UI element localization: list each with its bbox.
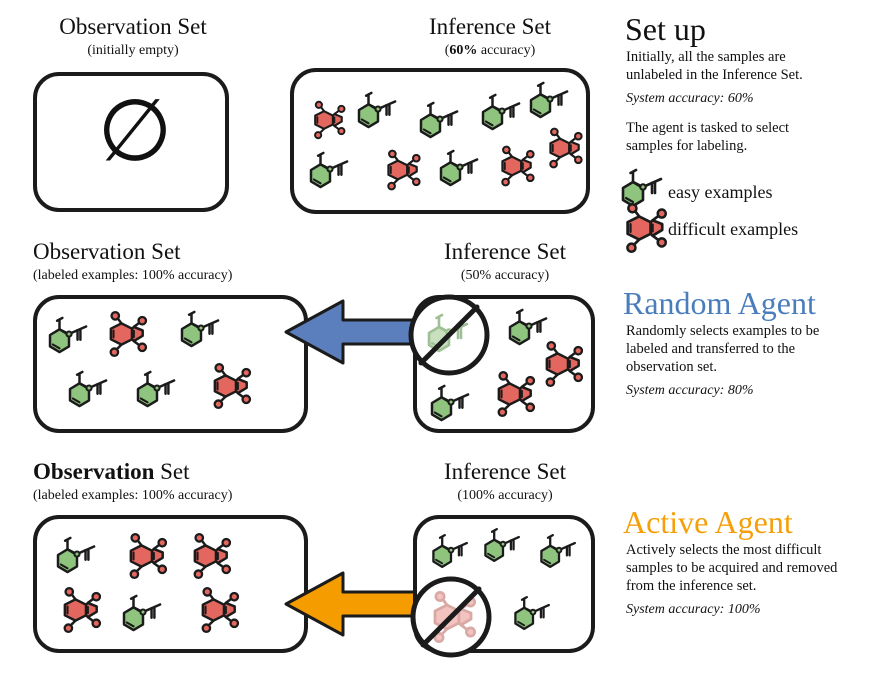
molecule-difficult — [101, 310, 149, 358]
active-agent-body: Actively selects the most difficult samp… — [626, 542, 838, 594]
molecule-easy — [430, 532, 472, 571]
inference-set-subtitle-row2: (50% accuracy) — [460, 268, 550, 283]
removed-sample-indicator-row2 — [405, 291, 493, 384]
observation-set-title-row3: Observation Set — [33, 459, 263, 485]
molecule-difficult — [489, 370, 537, 418]
molecule-easy — [178, 308, 224, 350]
random-agent-arrow — [283, 298, 421, 366]
legend-easy-label: easy examples — [668, 182, 773, 202]
molecule-difficult — [185, 532, 233, 580]
random-agent-heading: Random Agent — [623, 285, 816, 321]
empty-set-icon: ∅ — [97, 81, 173, 181]
molecule-difficult — [193, 586, 241, 634]
molecule-easy — [527, 79, 573, 121]
inference-set-subtitle-row3: (100% accuracy) — [457, 488, 553, 503]
observation-set-subtitle-row3: (labeled examples: 100% accuracy) — [33, 488, 233, 503]
inference-set-title-row2: Inference Set — [444, 239, 566, 264]
setup-body: Initially, all the samples are unlabeled… — [626, 49, 803, 83]
molecule-easy — [538, 532, 580, 571]
molecule-difficult — [537, 340, 585, 388]
observation-set-box-row2 — [33, 295, 308, 433]
random-agent-accuracy: System accuracy: 80% — [626, 383, 754, 398]
inference-set-box-row1 — [290, 68, 590, 214]
molecule-difficult — [542, 127, 585, 169]
molecule-difficult — [55, 586, 103, 634]
setup-heading: Set up — [625, 11, 706, 47]
observation-set-subtitle-row1: (initially empty) — [87, 43, 179, 58]
active-agent-arrow — [283, 570, 421, 638]
observation-set-subtitle-row2: (labeled examples: 100% accuracy) — [33, 268, 233, 283]
molecule-difficult — [380, 149, 423, 191]
observation-set-box-row1: ∅ — [33, 72, 229, 212]
molecule-difficult — [121, 532, 169, 580]
molecule-easy — [428, 382, 474, 424]
molecule-difficult — [205, 362, 253, 410]
inference-set-box-row2 — [408, 294, 595, 433]
molecule-easy — [355, 89, 401, 131]
accuracy-suffix-row1: accuracy) — [477, 43, 536, 58]
molecule-easy — [479, 91, 525, 133]
random-agent-body: Randomly selects examples to be labeled … — [626, 323, 820, 375]
molecule-easy — [66, 368, 112, 410]
accuracy-value-row1: 60% — [449, 43, 478, 58]
removed-sample-indicator-row3 — [407, 573, 495, 666]
active-agent-heading: Active Agent — [623, 504, 793, 540]
legend-difficult-label: difficult examples — [668, 219, 799, 239]
molecule-easy — [134, 368, 180, 410]
molecule-difficult — [307, 100, 347, 140]
legend-difficult-icon — [617, 202, 669, 258]
inference-set-title-row3: Inference Set — [444, 459, 566, 484]
molecule-easy — [307, 149, 353, 191]
observation-rest-word: Set — [154, 459, 190, 484]
observation-set-title-row1: Observation Set — [59, 14, 207, 39]
molecule-easy — [437, 147, 483, 189]
inference-set-subtitle-row1: (60% accuracy) — [444, 43, 536, 58]
molecule-easy — [482, 526, 524, 565]
observation-set-title-row2: Observation Set — [33, 239, 181, 264]
observation-bold-word: Observation — [33, 459, 155, 484]
active-agent-accuracy: System accuracy: 100% — [626, 602, 761, 617]
inference-set-box-row3 — [410, 515, 595, 658]
molecule-easy — [54, 534, 100, 576]
molecule-easy — [46, 314, 92, 356]
molecule-difficult — [494, 145, 537, 187]
molecule-easy — [512, 594, 554, 633]
molecule-easy — [120, 592, 166, 634]
setup-accuracy: System accuracy: 60% — [626, 91, 754, 106]
molecule-easy — [417, 99, 463, 141]
setup-body2: The agent is tasked to select samples fo… — [626, 120, 790, 154]
inference-set-title-row1: Inference Set — [429, 14, 551, 39]
observation-set-box-row3 — [33, 515, 308, 653]
